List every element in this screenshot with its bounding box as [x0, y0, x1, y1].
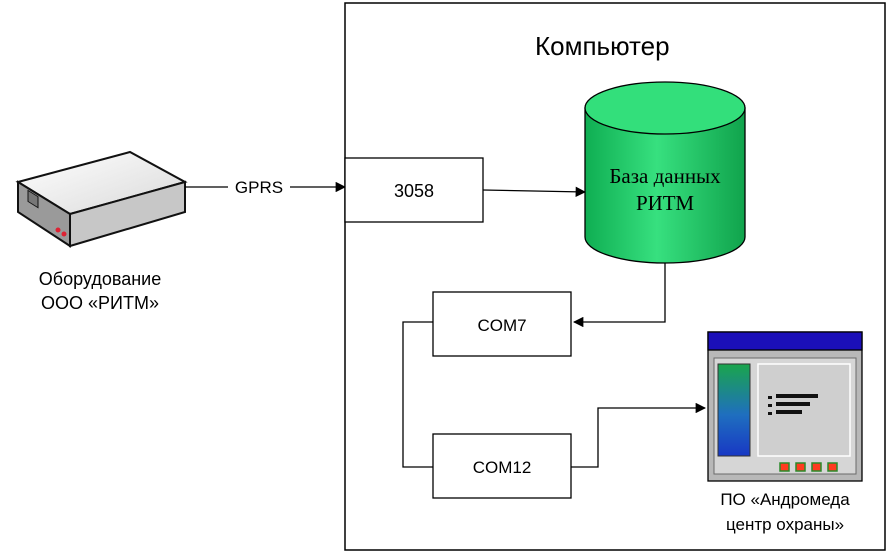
- port-box: [344, 157, 484, 223]
- software-label-line1: ПО «Андромеда: [720, 490, 850, 509]
- equipment-label-line2: ООО «РИТМ»: [41, 293, 159, 313]
- equipment-device-icon: [15, 150, 188, 248]
- com7-box: [432, 291, 572, 357]
- software-window-icon: [707, 331, 863, 482]
- port-to-database-link: [482, 186, 587, 198]
- database-label-line1: База данных: [609, 164, 721, 188]
- port-box-label: 3058: [394, 181, 434, 201]
- database-label-line2: РИТМ: [636, 191, 694, 215]
- com7-com12-loop: [402, 321, 433, 468]
- com7-label: COM7: [477, 316, 526, 335]
- com12-label: COM12: [473, 458, 532, 477]
- gprs-label: GPRS: [235, 178, 283, 197]
- software-label-line2: центр охраны»: [726, 515, 844, 534]
- com12-to-software-link: [571, 402, 707, 468]
- computer-title: Компьютер: [535, 31, 670, 61]
- database-cylinder: [584, 81, 746, 264]
- computer-boundary: [344, 2, 886, 551]
- database-to-com7-link: [572, 263, 666, 328]
- equipment-label-line1: Оборудование: [39, 269, 161, 289]
- com12-box: [432, 433, 572, 499]
